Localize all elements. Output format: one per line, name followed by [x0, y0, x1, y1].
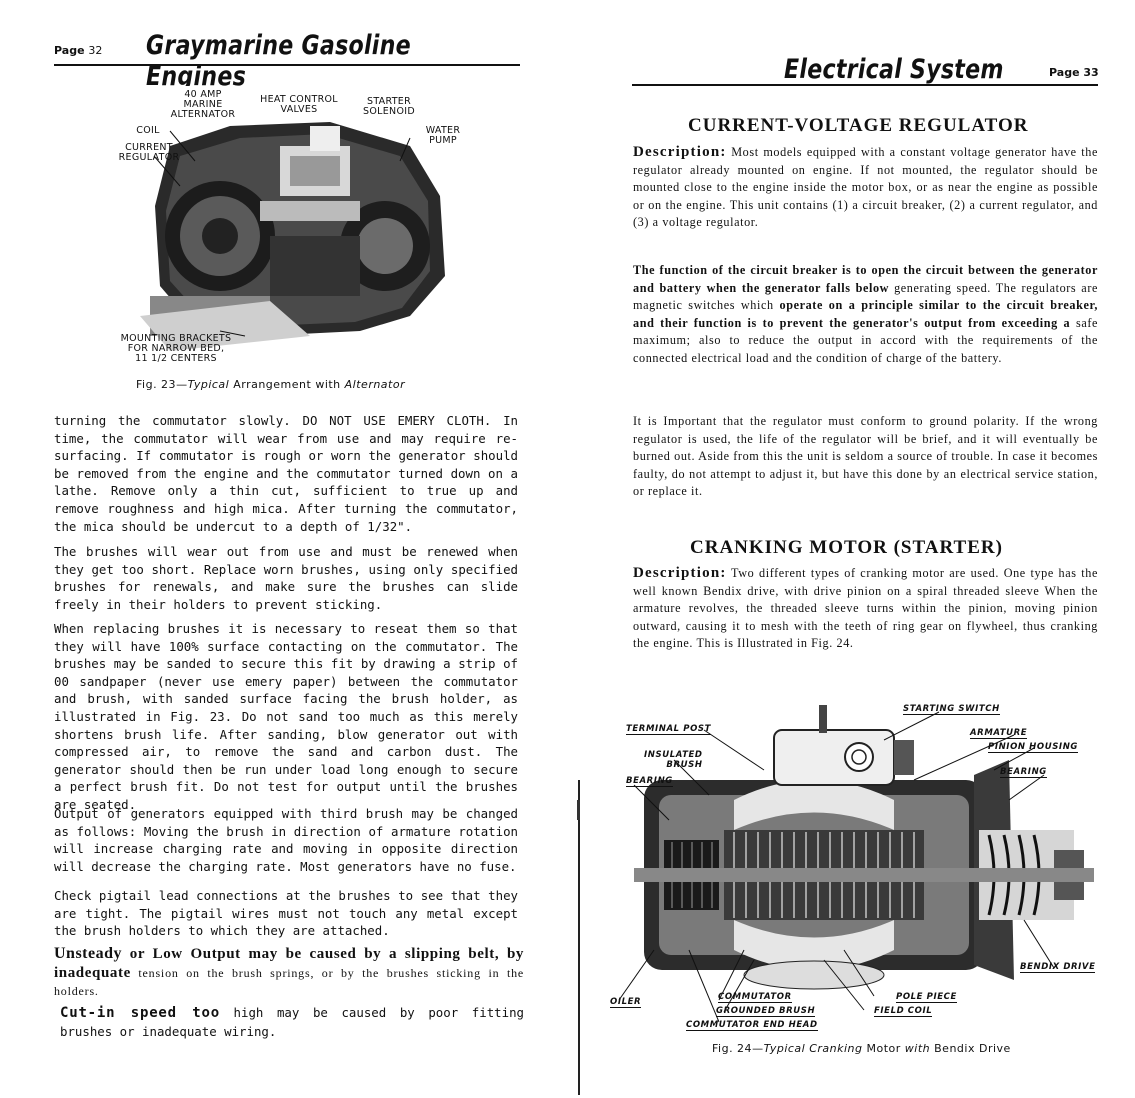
cutin-rest: high may be caused by poor fitting brush…: [60, 1005, 524, 1039]
gutter-line: [578, 780, 580, 1095]
figure-24-caption: Fig. 24—Typical Cranking Motor with Bend…: [712, 1042, 1011, 1055]
running-title-left: Graymarine Gasoline Engines: [146, 30, 411, 92]
paragraph-cutin: Cut-in speed too high may be caused by p…: [60, 1004, 524, 1040]
unsteady-rest: tension on the brush springs, or by the …: [54, 965, 524, 999]
callout-oiler: OILER: [610, 997, 642, 1008]
callout-commutator-end-head: COMMUTATOR END HEAD: [686, 1020, 818, 1031]
heading-current-voltage-regulator: CURRENT-VOLTAGE REGULATOR: [688, 115, 1029, 136]
caption-dash: —: [752, 1042, 764, 1055]
left-page-number: Page 32: [54, 44, 102, 57]
callout-commutator: COMMUTATOR: [718, 992, 792, 1003]
gutter-mark: [577, 800, 580, 820]
caption-prefix: Fig. 24: [712, 1042, 753, 1055]
regulator-description-text: Most models equipped with a constant vol…: [633, 145, 1098, 229]
circuit-breaker-text-2: safe maximum; also to reduce the output …: [633, 315, 1098, 365]
caption-italic-2: with: [904, 1042, 931, 1055]
header-rule: [632, 84, 1098, 86]
callout-insulated-brush: INSULATED BRUSH: [644, 750, 703, 770]
paragraph-output-generators: Output of generators equipped with third…: [54, 806, 518, 874]
unsteady-rest-bold: or Low Output may be caused by a slippin…: [54, 946, 524, 981]
callout-armature: ARMATURE: [970, 728, 1028, 739]
circuit-breaker-bold: The function of the circuit breaker is t…: [633, 263, 1098, 295]
paragraph-brushes-wear: The brushes will wear out from use and m…: [54, 544, 518, 612]
right-page: Electrical System Page 33 CURRENT-VOLTAG…: [578, 0, 1135, 1098]
paragraph-pigtail: Check pigtail lead connections at the br…: [54, 888, 518, 939]
callout-bearing-left: BEARING: [626, 776, 673, 787]
engine-photo: [110, 86, 480, 376]
unsteady-bold: Unsteady: [54, 945, 123, 962]
paragraph-regulator-description: Description: Most models equipped with a…: [633, 144, 1098, 232]
callout-heat-control: HEAT CONTROL VALVES: [260, 94, 338, 115]
right-page-number: Page 33: [1049, 66, 1099, 79]
caption-text: Arrangement with: [229, 378, 345, 391]
callout-alternator: 40 AMP MARINE ALTERNATOR: [170, 89, 236, 120]
page-number: 32: [88, 44, 103, 57]
caption-italic: Typical: [187, 378, 230, 391]
caption-dash: —: [176, 378, 188, 391]
callout-starter-solenoid: STARTER SOLENOID: [363, 96, 415, 117]
paragraph-circuit-breaker: The function of the circuit breaker is t…: [633, 262, 1098, 367]
description-lead: Description:: [633, 144, 727, 160]
callout-grounded-brush: GROUNDED BRUSH: [716, 1006, 816, 1017]
caption-italic: Typical Cranking: [763, 1042, 863, 1055]
running-title-right: Electrical System: [784, 54, 1004, 85]
header-rule: [54, 64, 520, 66]
callout-terminal-post: TERMINAL POST: [626, 724, 712, 735]
heading-cranking-motor: CRANKING MOTOR (STARTER): [690, 537, 1003, 558]
callout-starting-switch: STARTING SWITCH: [903, 704, 1000, 715]
figure-23: [110, 86, 480, 376]
callout-current-regulator: CURRENT REGULATOR: [118, 142, 180, 163]
paragraph-replacing-brushes: When replacing brushes it is necessary t…: [54, 621, 518, 812]
paragraph-cranking-description: Description: Two different types of cran…: [633, 565, 1098, 653]
left-page: Page 32 Graymarine Gasoline Engines: [0, 0, 560, 1098]
cranking-description-text: Two different types of cranking motor ar…: [633, 566, 1098, 650]
callout-mounting-brackets: MOUNTING BRACKETS FOR NARROW BED, 11 1/2…: [120, 333, 232, 364]
page-number: 33: [1083, 66, 1099, 79]
circuit-breaker-text: generating speed. The regulators are mag…: [633, 280, 1098, 313]
page-label: Page: [1049, 66, 1080, 79]
cutin-bold: Cut-in speed too: [60, 1005, 220, 1021]
starter-motor-cutaway: [614, 700, 1104, 1030]
callout-pole-piece: POLE PIECE: [896, 992, 957, 1003]
callout-bearing-right: BEARING: [1000, 767, 1047, 778]
paragraph-commutator: turning the commutator slowly. DO NOT US…: [54, 413, 518, 534]
paragraph-polarity: It is Important that the regulator must …: [633, 414, 1098, 498]
callout-pinion-housing: PINION HOUSING: [988, 742, 1078, 753]
callout-field-coil: FIELD COIL: [874, 1006, 933, 1017]
figure-23-caption: Fig. 23—Typical Arrangement with Alterna…: [136, 378, 405, 391]
figure-24: [614, 700, 1104, 1030]
circuit-breaker-bold-2: operate on a principle similar to the ci…: [633, 298, 1099, 330]
caption-text: Motor: [862, 1042, 905, 1055]
caption-prefix: Fig. 23: [136, 378, 177, 391]
caption-text-2: Bendix Drive: [930, 1042, 1011, 1055]
callout-bendix-drive: BENDIX DRIVE: [1020, 962, 1096, 973]
callout-coil: COIL: [136, 125, 160, 136]
paragraph-unsteady: Unsteady or Low Output may be caused by …: [54, 945, 524, 1001]
callout-water-pump: WATER PUMP: [425, 125, 461, 146]
description-lead: Description:: [633, 565, 727, 581]
page-label: Page: [54, 44, 85, 57]
caption-italic-2: Alternator: [344, 378, 406, 391]
